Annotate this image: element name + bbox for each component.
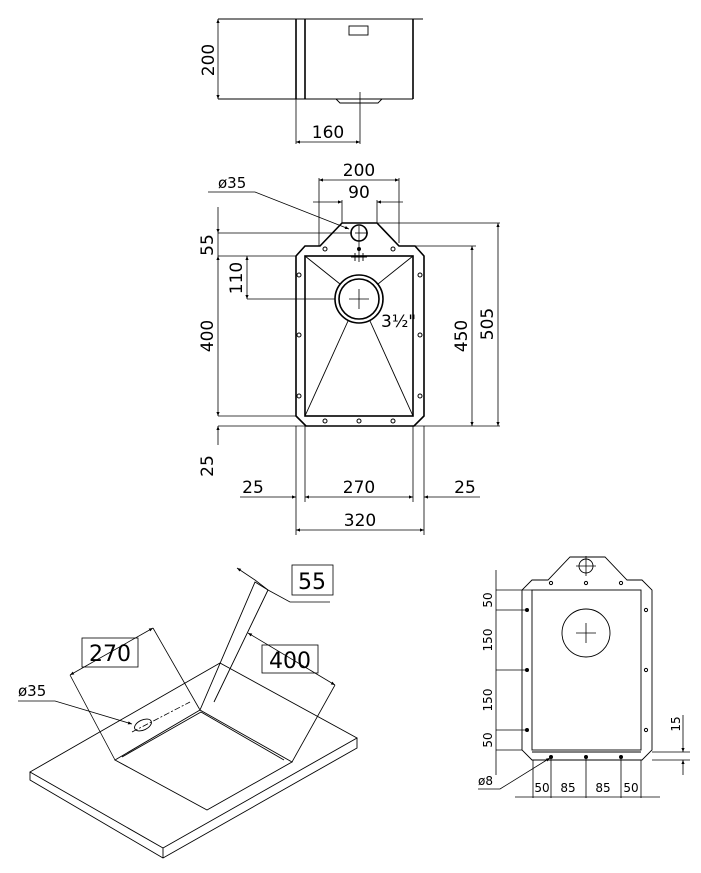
dim-left-2: 150	[481, 689, 495, 712]
worktop	[29, 662, 358, 859]
dim-box-55	[291, 564, 334, 596]
dim-left-1: 150	[481, 629, 495, 652]
fixing-drain	[561, 608, 611, 658]
dim-left-flange: 25	[242, 478, 264, 498]
dim-iso-width: 270	[89, 642, 131, 667]
dim-drain-offset: 160	[312, 123, 344, 143]
side-view: 200 160	[199, 18, 423, 144]
dim-bowl-width: 270	[343, 478, 375, 498]
overflow-slot	[348, 25, 369, 36]
dim-bottom-3: 50	[623, 781, 638, 795]
fixing-holes	[525, 580, 649, 759]
dim-height: 200	[199, 44, 219, 76]
iso-tap-hole	[134, 718, 152, 732]
tap-hole-label: ø35	[218, 174, 246, 192]
dim-overall-length: 505	[478, 308, 498, 340]
bowl-inner	[304, 255, 414, 417]
dim-bottom-0: 50	[534, 781, 549, 795]
dim-iso-flange: 55	[298, 570, 326, 595]
dim-left-0: 50	[481, 592, 495, 607]
dim-right: 15	[669, 716, 683, 731]
drain-inner	[338, 278, 380, 320]
dim-box-270	[81, 637, 139, 668]
dim-bottom-1: 85	[560, 781, 575, 795]
dim-tap-flange: 90	[348, 183, 370, 203]
fixing-view: 50 150 150 50 15 50 85 85 50 ø8	[478, 556, 690, 798]
dim-inner-length: 450	[452, 320, 472, 352]
fixing-hole-label: ø8	[478, 774, 493, 788]
dim-overall-width: 200	[343, 161, 375, 181]
dim-box-400	[261, 644, 319, 674]
dim-overall-width-bottom: 320	[344, 511, 376, 531]
sink-opening	[114, 709, 293, 811]
top-view: 3½" 200 90 ø35 55 110 400 25 450 505	[198, 161, 500, 535]
dim-tap-offset: 55	[198, 234, 218, 256]
dim-iso-length: 400	[269, 649, 311, 674]
iso-tap-hole-label: ø35	[18, 682, 46, 700]
fixing-dots	[296, 246, 423, 424]
drain-size-label: 3½"	[381, 312, 416, 332]
dim-left-3: 50	[481, 732, 495, 747]
dim-bowl-length: 400	[198, 320, 218, 352]
dim-drain-offset: 110	[227, 262, 247, 294]
dim-right-flange: 25	[454, 478, 476, 498]
dim-bottom-2: 85	[595, 781, 610, 795]
drain-bump	[335, 98, 383, 104]
iso-view: 270 400 55 ø35	[18, 564, 358, 859]
fixing-outline	[521, 556, 653, 761]
dim-bottom-flange: 25	[198, 455, 218, 477]
